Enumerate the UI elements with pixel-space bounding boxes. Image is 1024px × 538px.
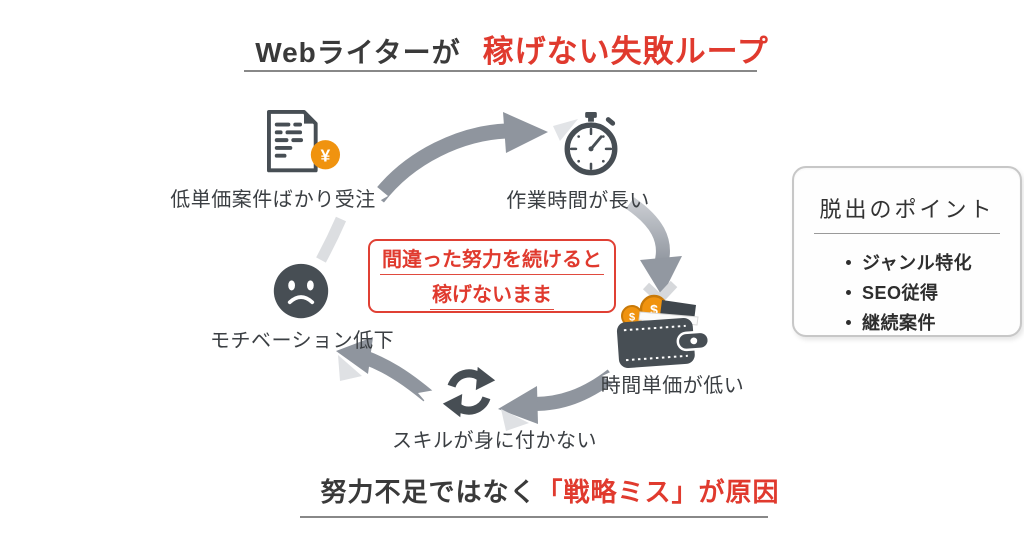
footer-underline [300, 516, 768, 518]
escape-panel-list: ジャンル特化 SEO従得 継続案件 [846, 247, 1020, 337]
bullet-dot [846, 259, 851, 265]
center-warning-box: 間違った努力を続けると 稼げないまま [368, 239, 616, 313]
sad-face-icon [273, 263, 329, 319]
escape-panel-title: 脱出のポイント [819, 197, 995, 222]
arrow-right [625, 197, 682, 306]
bullet-dot [846, 289, 851, 295]
escape-points-panel: 脱出のポイント ジャンル特化 SEO従得 継続案件 [792, 166, 1022, 337]
node-label-low-price: 低単価案件ばかり受注 [170, 189, 376, 211]
escape-item-label: SEO従得 [862, 283, 939, 303]
node-label-long-hours: 作業時間が長い [506, 190, 650, 212]
node-label-low-rate: 時間単価が低い [600, 375, 745, 397]
coin-dollar-large: $ [650, 302, 658, 318]
coin-dollar-small: $ [629, 312, 635, 324]
document-yen-icon: ¥ [267, 109, 341, 173]
arrow-faint-upleft [316, 216, 347, 263]
escape-panel-underline [814, 233, 1000, 234]
title-highlight: 稼げない失敗ループ [482, 34, 769, 69]
bullet-dot [846, 319, 851, 325]
cycle-icon [442, 366, 496, 418]
center-warning-line2: 稼げないまま [430, 278, 554, 310]
list-item: ジャンル特化 [846, 247, 1020, 277]
footer-conclusion: 努力不足ではなく「戦略ミス」が原因 [320, 472, 779, 509]
title-underline [244, 70, 757, 72]
footer-highlight: 「戦略ミス」が原因 [536, 477, 780, 507]
escape-item-label: ジャンル特化 [862, 253, 973, 273]
node-label-no-skill: スキルが身に付かない [392, 430, 597, 452]
footer-prefix: 努力不足ではなく [320, 477, 537, 507]
escape-item-label: 継続案件 [862, 313, 936, 333]
title-prefix: Webライターが [255, 37, 461, 68]
wallet-icon: $ $ [616, 294, 711, 368]
list-item: SEO従得 [846, 277, 1020, 307]
yen-symbol: ¥ [321, 146, 331, 166]
stopwatch-icon [564, 112, 618, 176]
center-warning-line1: 間違った努力を続けると [380, 243, 604, 275]
list-item: 継続案件 [846, 307, 1020, 337]
node-label-motivation: モチベーション低下 [210, 330, 395, 352]
page-title: Webライターが稼げない失敗ループ [0, 26, 1024, 71]
